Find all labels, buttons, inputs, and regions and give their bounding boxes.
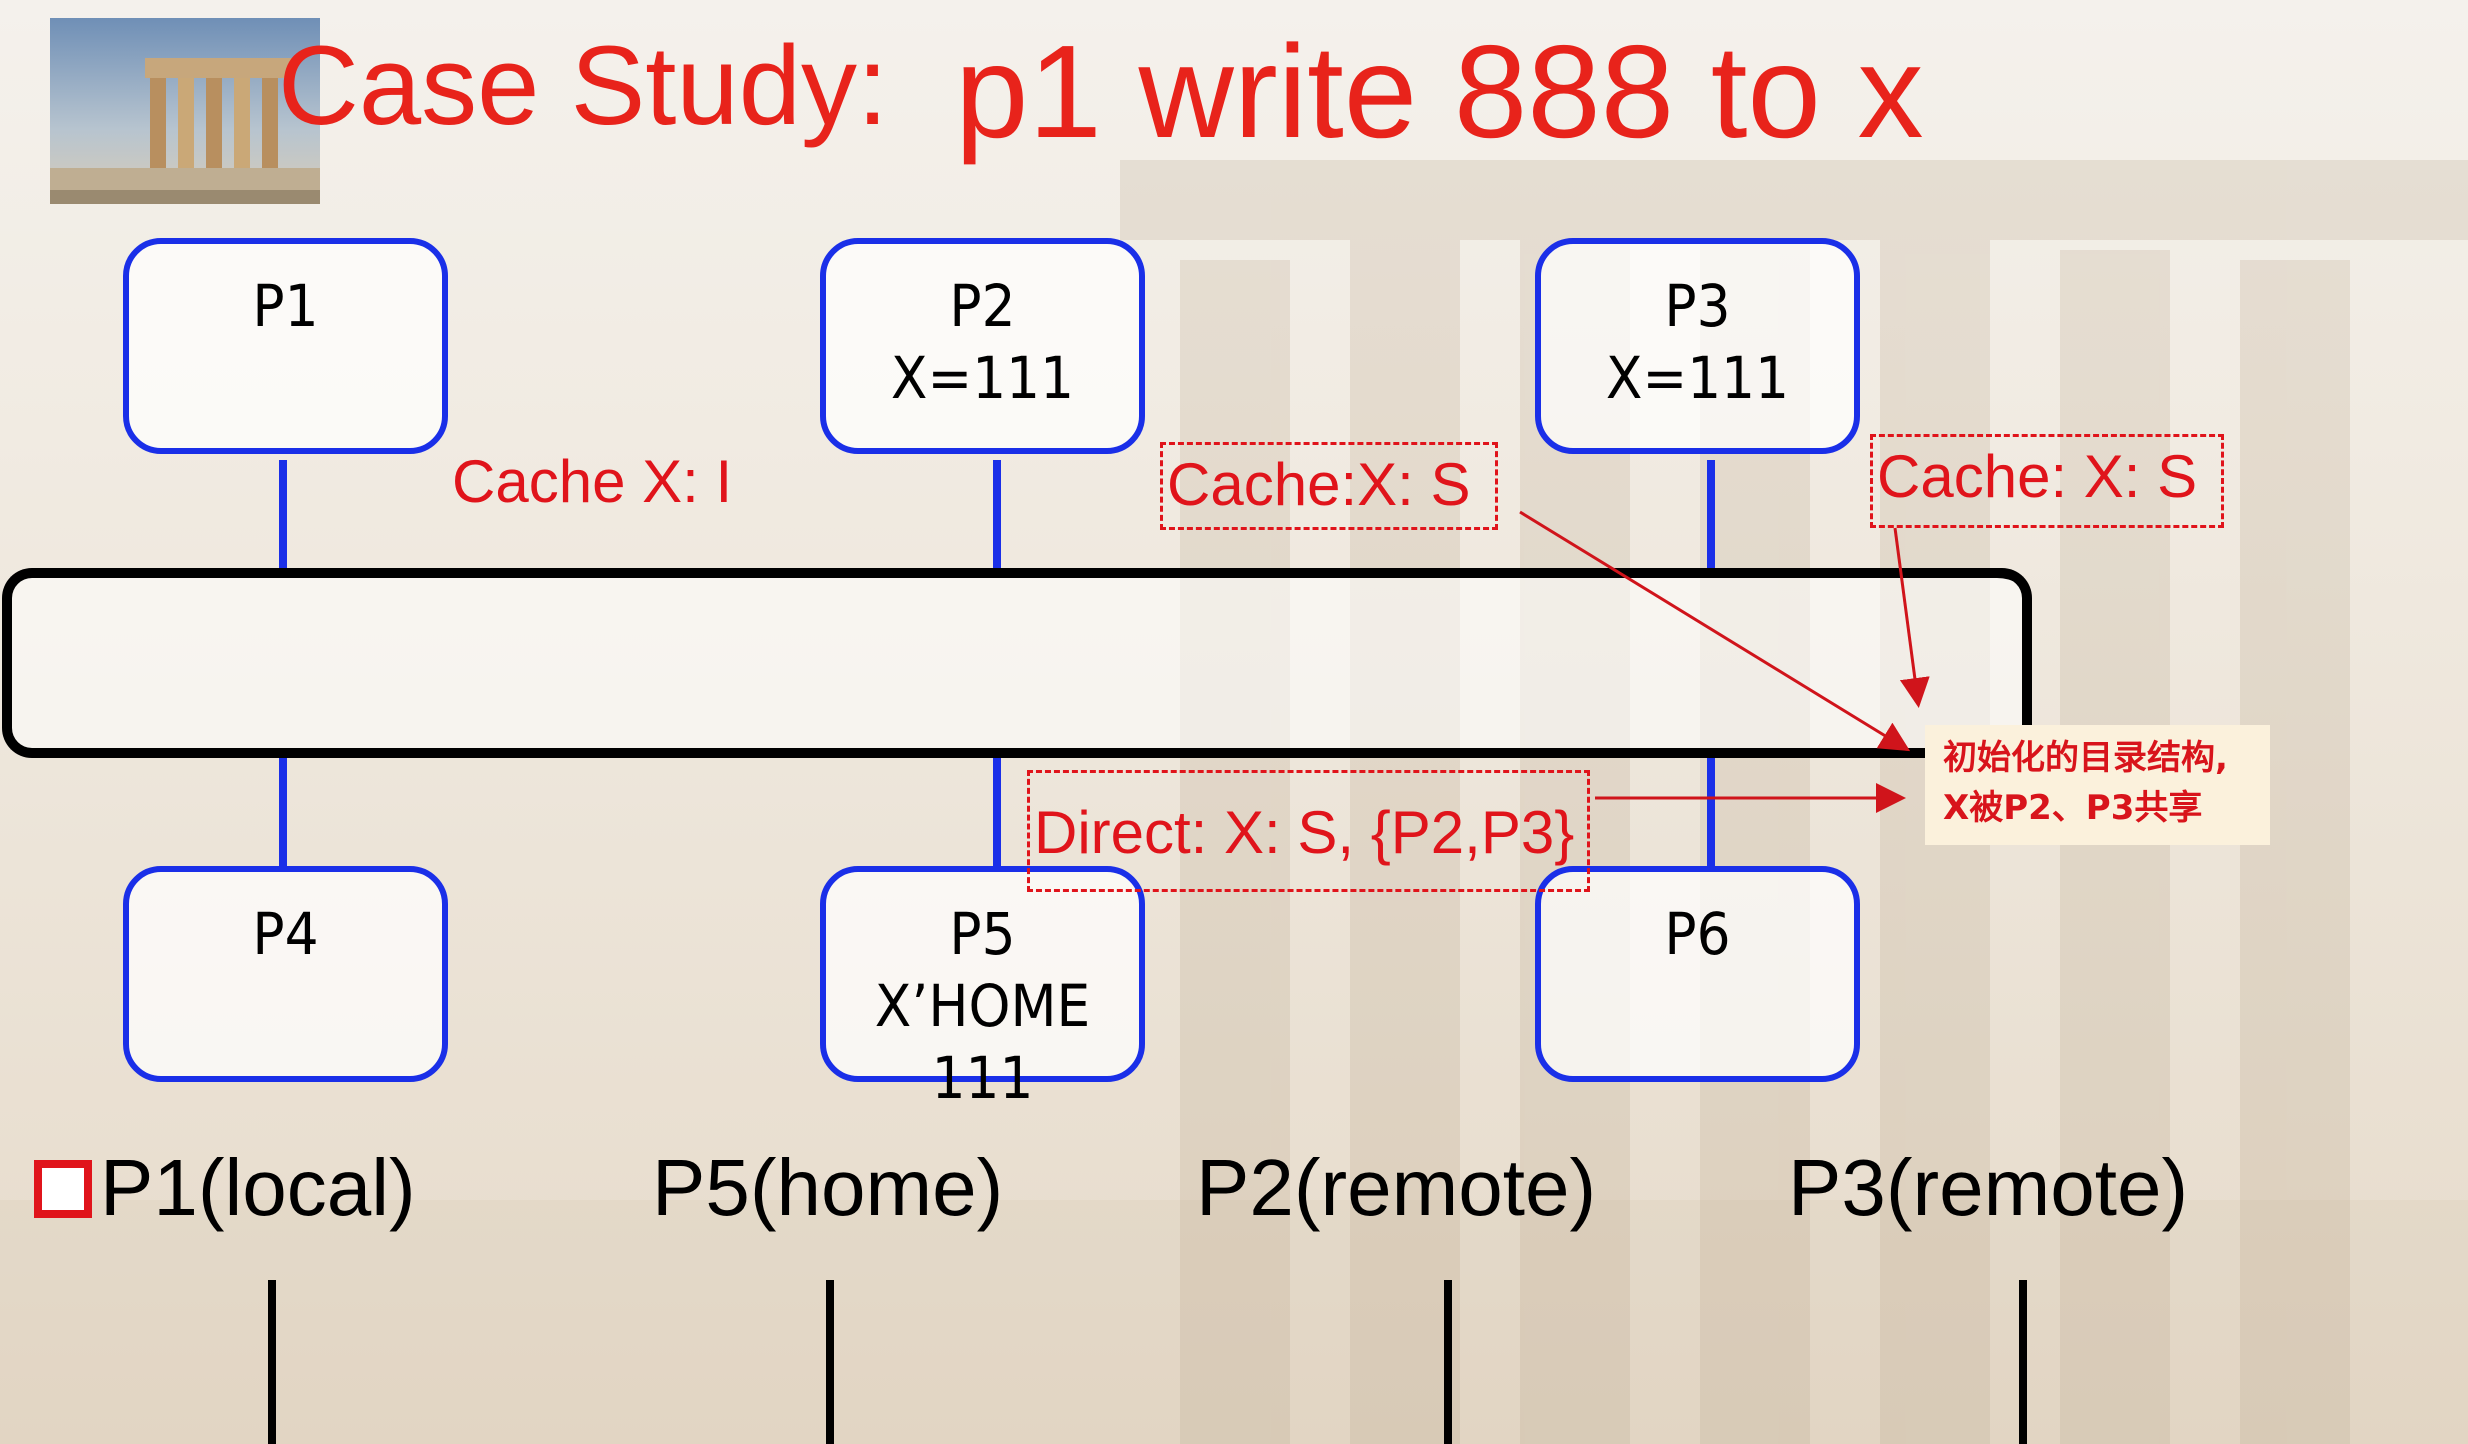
- process-p5-home: P5(home): [652, 1143, 1004, 1232]
- connector-p1: [279, 460, 287, 572]
- timeline-p5: [826, 1280, 834, 1444]
- connector-p4: [279, 754, 287, 870]
- node-p4-label: P4: [252, 900, 319, 968]
- arrow-p3-to-note: [1893, 527, 1930, 708]
- timeline-p3: [2019, 1280, 2027, 1444]
- title-main: p1 write 888 to x: [955, 18, 1924, 165]
- p3-cache-state: Cache: X: S: [1870, 434, 2224, 528]
- directory-state: Direct: X: S, {P2,P3}: [1027, 770, 1590, 892]
- p1-cache-state: Cache X: I: [452, 448, 733, 515]
- parthenon-logo: [50, 18, 320, 204]
- node-p4: P4: [123, 866, 448, 1082]
- note-line-2: X被P2、P3共享: [1943, 788, 2203, 828]
- process-p1-local: P1(local): [100, 1143, 416, 1232]
- note-line-1: 初始化的目录结构,: [1943, 738, 2228, 778]
- node-p2: P2 X=111: [820, 238, 1145, 454]
- interconnect-bus-corner: [1970, 568, 2032, 758]
- node-p5-home: X’HOME: [874, 972, 1091, 1040]
- interconnect-bus: [2, 568, 2027, 758]
- node-p1-label: P1: [252, 272, 319, 340]
- title-prefix: Case Study:: [278, 23, 889, 148]
- node-p5-label: P5: [949, 900, 1016, 968]
- timeline-p2: [1444, 1280, 1452, 1444]
- process-p3-remote: P3(remote): [1788, 1143, 2189, 1232]
- node-p3-label: P3: [1664, 272, 1731, 340]
- arrow-p2-to-note: [1519, 510, 1911, 752]
- connector-p6: [1707, 754, 1715, 870]
- node-p3-value: X=111: [1605, 344, 1790, 412]
- node-p6: P6: [1535, 866, 1860, 1082]
- hollow-square-bullet-icon: [34, 1160, 92, 1218]
- timeline-p1: [268, 1280, 276, 1444]
- node-p3: P3 X=111: [1535, 238, 1860, 454]
- explanation-note: 初始化的目录结构, X被P2、P3共享: [1925, 725, 2270, 845]
- connector-p3: [1707, 460, 1715, 572]
- p2-cache-state: Cache:X: S: [1160, 442, 1498, 530]
- node-p5: P5 X’HOME 111: [820, 866, 1145, 1112]
- node-p1: P1: [123, 238, 448, 454]
- node-p2-value: X=111: [890, 344, 1075, 412]
- node-p2-label: P2: [949, 272, 1016, 340]
- connector-p5: [993, 754, 1001, 870]
- connector-p2: [993, 460, 1001, 572]
- node-p6-label: P6: [1664, 900, 1731, 968]
- process-p2-remote: P2(remote): [1196, 1143, 1597, 1232]
- node-p5-value: 111: [931, 1044, 1034, 1112]
